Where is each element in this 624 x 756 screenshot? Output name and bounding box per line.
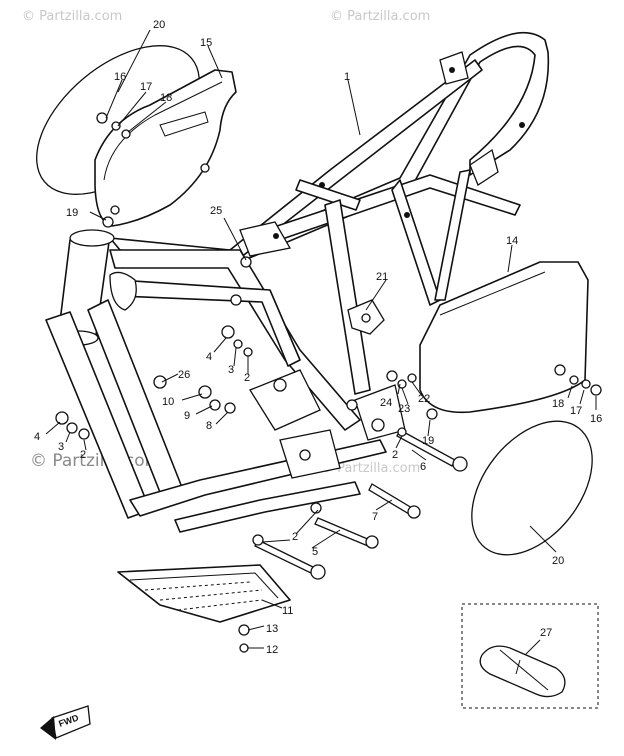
watermark-top-left: © Partzilla.com [22, 9, 122, 24]
callout-2-upper: 2 [244, 372, 250, 384]
callout-20-left: 20 [153, 19, 165, 31]
callout-14: 14 [506, 235, 518, 247]
callout-17-right: 17 [570, 405, 582, 417]
callout-18-right: 18 [552, 398, 564, 410]
callout-7: 7 [372, 511, 378, 523]
callout-26: 26 [178, 369, 190, 381]
callout-13: 13 [266, 623, 278, 635]
callout-11: 11 [282, 605, 293, 617]
inset-box-27 [461, 603, 599, 709]
forward-arrow: FWD [40, 705, 91, 740]
callout-20-right: 20 [552, 555, 564, 567]
callout-21: 21 [376, 271, 388, 283]
front-plate-bracket [94, 69, 237, 227]
fasteners [55, 112, 602, 653]
callout-1: 1 [344, 71, 350, 83]
callout-2-bottom: 2 [292, 531, 298, 543]
callout-4-lower: 4 [34, 431, 40, 443]
callout-3-lower: 3 [58, 441, 64, 453]
bracket-21 [347, 299, 385, 335]
callout-24: 24 [380, 397, 392, 409]
watermark-top-right: © Partzilla.com [330, 9, 430, 24]
callout-8: 8 [206, 420, 212, 432]
watermark-bottom-left: © Partzilla.com [30, 451, 161, 471]
callout-23: 23 [398, 403, 410, 415]
leader-lines [45, 29, 597, 661]
callout-19-left: 19 [66, 207, 78, 219]
callout-12: 12 [266, 644, 278, 656]
callout-16-right: 16 [590, 413, 602, 425]
callout-10: 10 [162, 396, 174, 408]
callout-labels: 20 15 16 17 18 1 19 25 14 21 4 3 2 26 10… [34, 19, 602, 656]
callout-19-right: 19 [422, 435, 434, 447]
main-frame [45, 32, 550, 533]
skid-plate [117, 564, 291, 623]
callout-25: 25 [210, 205, 222, 217]
callout-18-left: 18 [160, 92, 172, 104]
watermark-middle: © Partzilla.com [320, 461, 420, 476]
callout-5: 5 [312, 546, 318, 558]
callout-22: 22 [418, 393, 430, 405]
callout-16-left: 16 [114, 71, 126, 83]
number-plate-right [471, 420, 593, 556]
callout-4-upper: 4 [206, 351, 212, 363]
callout-15: 15 [200, 37, 212, 49]
callout-6: 6 [420, 461, 426, 473]
callout-2-right: 2 [392, 449, 398, 461]
callout-27: 27 [540, 627, 552, 639]
callout-3-upper: 3 [228, 364, 234, 376]
callout-9: 9 [184, 410, 190, 422]
callout-2-lower: 2 [80, 449, 86, 461]
callout-17-left: 17 [140, 81, 152, 93]
